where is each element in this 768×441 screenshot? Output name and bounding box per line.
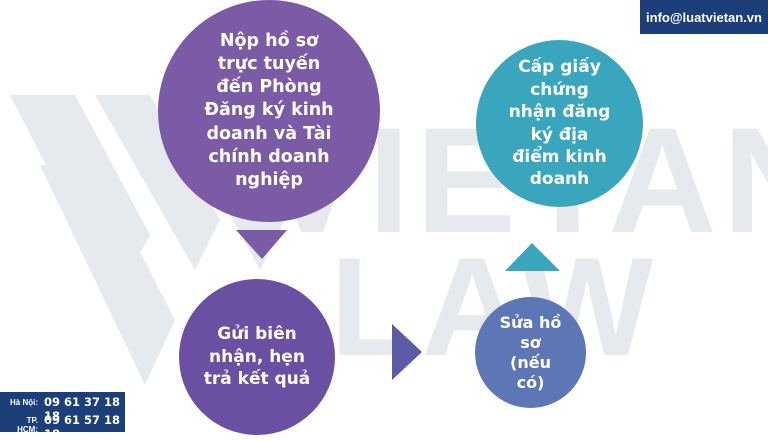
contact-box: Hà Nội: 09 61 37 18 18 TP. HCM: 09 61 57… (0, 392, 125, 441)
hanoi-phone[interactable]: 09 61 37 18 18 (44, 395, 121, 423)
arrow-up-icon (505, 243, 560, 271)
contact-row-hcm: TP. HCM: 09 61 57 18 18 (0, 412, 125, 441)
arrow-right-icon (392, 324, 422, 380)
step-submit-online: Nộp hồ sơ trực tuyến đến Phòng Đăng ký k… (158, 0, 380, 222)
arrow-down-icon (236, 230, 287, 259)
hcm-phone[interactable]: 09 61 57 18 18 (44, 413, 121, 441)
step-revise: Sửa hồ sơ (nếu có) (475, 297, 586, 408)
hcm-label: TP. HCM: (17, 416, 38, 434)
flow-arrows (236, 230, 560, 380)
contact-row-hanoi: Hà Nội: 09 61 37 18 18 (0, 394, 125, 423)
email-badge[interactable]: info@luatvietan.vn (640, 0, 768, 34)
step-certificate: Cấp giấy chứng nhận đăng ký địa điểm kin… (476, 40, 643, 207)
step-receipt: Gửi biên nhận, hẹn trả kết quả (179, 279, 335, 435)
hanoi-label: Hà Nội: (10, 398, 38, 407)
email-text[interactable]: info@luatvietan.vn (646, 9, 762, 25)
